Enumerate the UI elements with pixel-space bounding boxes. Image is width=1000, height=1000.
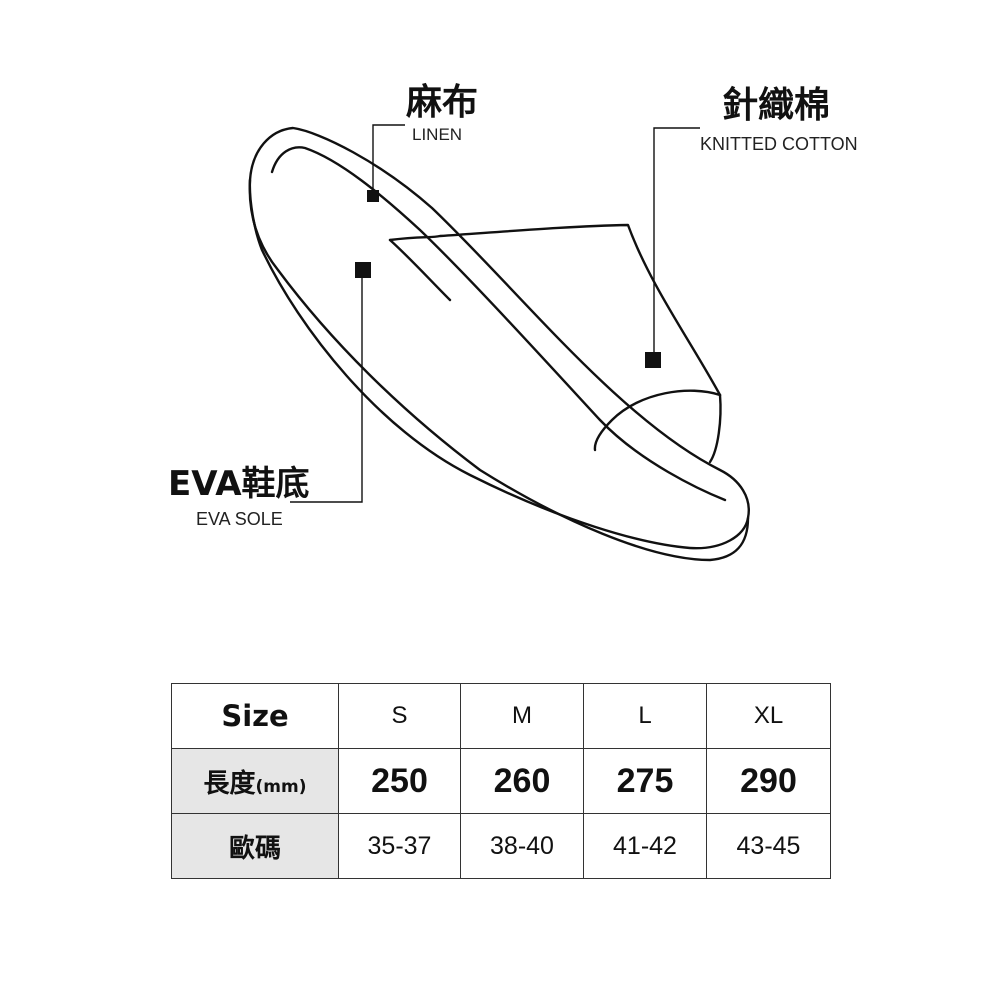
- length-header: 長度(mm): [171, 748, 339, 814]
- slipper-outline: [248, 126, 750, 562]
- eu-size-cell-xl: 43-45: [706, 813, 831, 879]
- sole-inner-edge: [270, 146, 727, 502]
- linen-leader: [372, 124, 405, 196]
- linen-marker: [367, 190, 379, 202]
- upper-strap-front: [593, 389, 722, 452]
- length-row: 長度(mm) 250 260 275 290: [171, 748, 831, 814]
- eu-size-header: 歐碼: [171, 813, 339, 879]
- callout-markers: [355, 190, 661, 368]
- knitted-cotton-leader: [653, 127, 700, 358]
- size-cell-l: L: [583, 683, 707, 749]
- size-row: Size S M L XL: [171, 683, 831, 749]
- upper-strap-edge: [708, 393, 722, 464]
- eu-size-row: 歐碼 35-37 38-40 41-42 43-45: [171, 813, 831, 879]
- linen-label-en: LINEN: [412, 125, 462, 144]
- linen-label-zh: 麻布: [406, 82, 478, 123]
- eu-size-cell-l: 41-42: [583, 813, 707, 879]
- size-cell-m: M: [460, 683, 584, 749]
- size-table: Size S M L XL 長度(mm) 250 260 275 290 歐碼 …: [171, 683, 831, 879]
- length-cell-l: 275: [583, 748, 707, 814]
- sole-bottom-edge: [248, 178, 750, 562]
- eva-sole-marker: [355, 262, 371, 278]
- size-cell-xl: XL: [706, 683, 831, 749]
- eva-sole-label-en: EVA SOLE: [196, 509, 283, 529]
- eu-size-cell-m: 38-40: [460, 813, 584, 879]
- sole-outer-edge: [248, 126, 750, 550]
- size-header: Size: [171, 683, 339, 749]
- length-unit: (mm): [255, 776, 307, 797]
- size-cell-s: S: [338, 683, 461, 749]
- upper-strap-side: [388, 238, 452, 302]
- callout-leaders: [290, 124, 700, 503]
- length-cell-xl: 290: [706, 748, 831, 814]
- length-cell-m: 260: [460, 748, 584, 814]
- length-label: 長度: [203, 768, 256, 799]
- eva-sole-leader: [290, 270, 363, 503]
- upper-strap-top: [388, 223, 722, 397]
- slipper-diagram: 麻布 LINEN 針織棉 KNITTED COTTON EVA鞋底 EVA SO…: [168, 82, 858, 562]
- knitted-cotton-marker: [645, 352, 661, 368]
- length-cell-s: 250: [338, 748, 461, 814]
- knitted-cotton-label-zh: 針織棉: [722, 85, 830, 126]
- eva-sole-label-zh: EVA鞋底: [168, 464, 310, 504]
- knitted-cotton-label-en: KNITTED COTTON: [700, 134, 858, 154]
- eu-size-cell-s: 35-37: [338, 813, 461, 879]
